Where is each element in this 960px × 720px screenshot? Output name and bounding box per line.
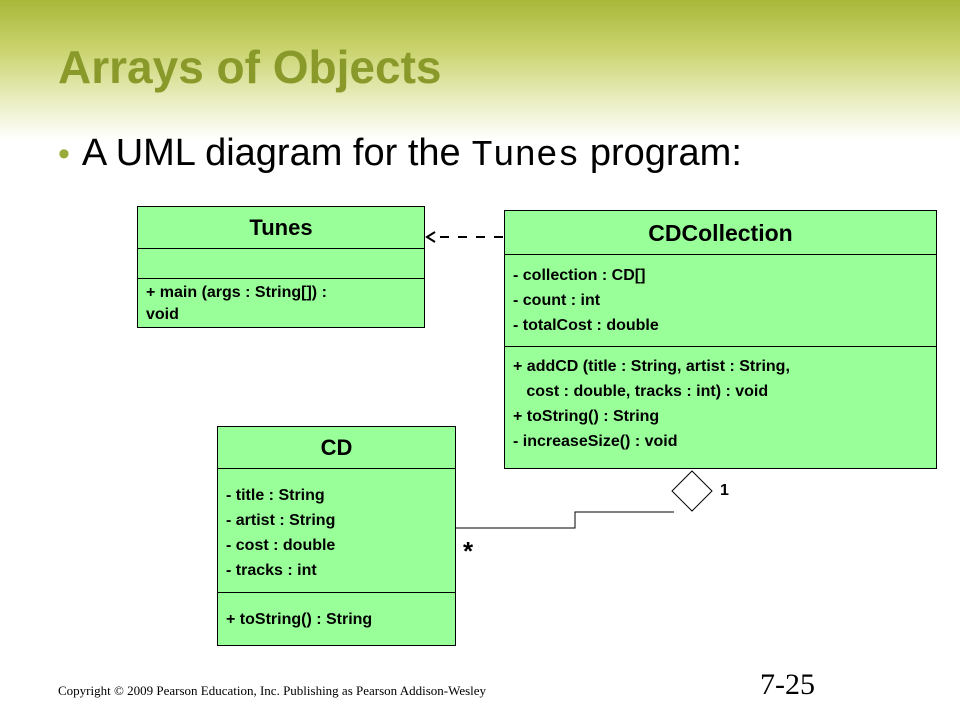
attribute: - collection : CD[] [513,267,646,284]
attribute: - title : String [226,487,325,504]
operation: void [146,306,179,323]
operations-section: + addCD (title : String, artist : String… [505,347,936,454]
operation: + main (args : String[]) : [146,284,327,301]
dependency-arrow [425,231,503,243]
attributes-section [138,249,424,279]
operation: + addCD (title : String, artist : String… [513,358,790,375]
operations-section: + main (args : String[]) : void [138,279,424,326]
operation: - increaseSize() : void [513,433,678,450]
multiplicity-whole: 1 [720,482,729,499]
bullet-code: Tunes [471,135,580,176]
class-tunes: Tunes + main (args : String[]) : void [137,206,425,328]
slide-title: Arrays of Objects [58,41,442,93]
class-name: CDCollection [505,211,936,255]
multiplicity-part: * [463,536,474,566]
operation: + toString() : String [226,611,373,628]
class-name: Tunes [138,207,424,249]
attribute: - artist : String [226,512,336,529]
attributes-section: - title : String - artist : String - cos… [218,469,455,593]
operation: cost : double, tracks : int) : void [513,383,769,400]
attributes-section: - collection : CD[] - count : int - tota… [505,255,936,347]
class-cdcollection: CDCollection - collection : CD[] - count… [504,210,937,469]
bullet-marker: • [58,135,70,173]
bullet-text-before: A UML diagram for the [81,132,472,174]
copyright-footer: Copyright © 2009 Pearson Education, Inc.… [58,683,487,698]
bullet-line: • A UML diagram for the Tunes program: [58,132,742,176]
attribute: - count : int [513,292,601,309]
operations-section: + toString() : String [218,593,455,632]
class-cd: CD - title : String - artist : String - … [217,426,456,646]
header-band [0,0,960,140]
attribute: - tracks : int [226,562,317,579]
bullet-text-after: program: [579,132,742,174]
aggregation-link [456,470,713,529]
page-number: 7-25 [760,668,815,701]
aggregation-line [456,511,674,529]
attribute: - totalCost : double [513,317,659,334]
attribute: - cost : double [226,537,336,554]
aggregation-diamond [671,470,713,512]
operation: + toString() : String [513,408,660,425]
class-name: CD [218,427,455,469]
dependency-arrowhead [425,231,436,243]
